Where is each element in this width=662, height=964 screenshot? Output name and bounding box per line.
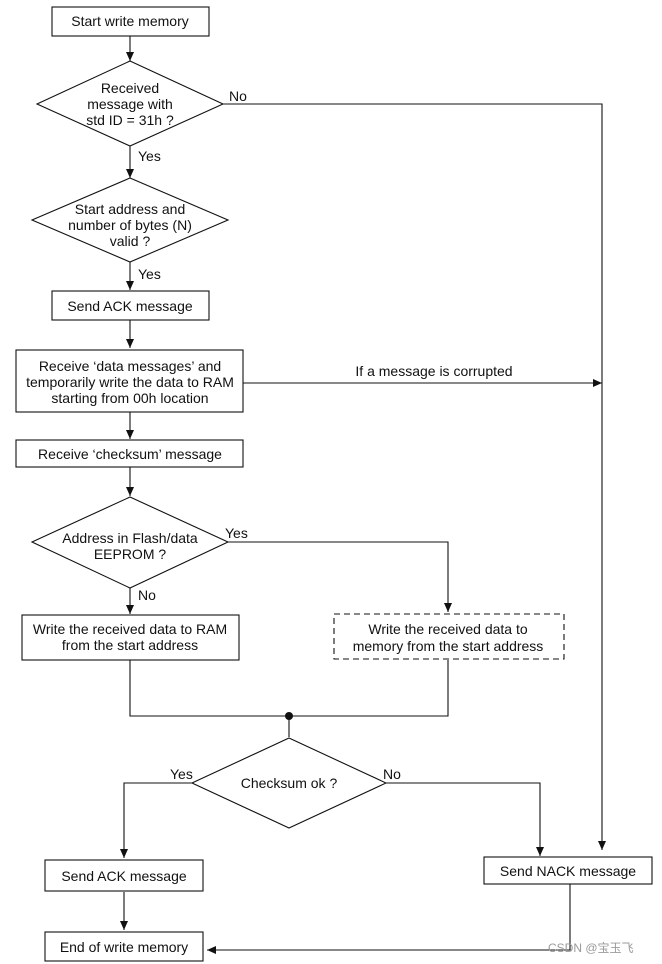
- label-corrupted: If a message is corrupted: [355, 363, 512, 379]
- label-no-1: No: [229, 88, 247, 104]
- end-box: [44, 931, 204, 962]
- received-text-1: Received: [101, 80, 159, 96]
- start-box: [51, 6, 210, 37]
- edge-flash-yes: [228, 541, 452, 612]
- checksum-text: Checksum ok ?: [241, 775, 338, 791]
- receive-checksum-text: Receive ‘checksum’ message: [38, 446, 222, 462]
- merge-dot: [285, 712, 293, 720]
- write-memory-text-2: memory from the start address: [353, 638, 544, 654]
- edge-merge: [129, 660, 449, 717]
- receive-data-text-2: temporarily write the data to RAM: [26, 374, 234, 390]
- label-no-4: No: [383, 766, 401, 782]
- write-ram-text-1: Write the received data to RAM: [33, 621, 227, 637]
- receive-data-text-3: starting from 00h location: [51, 390, 208, 406]
- send-ack-text-1: Send ACK message: [67, 298, 193, 314]
- address-flash-text-1: Address in Flash/data: [62, 530, 198, 546]
- send-nack-box: [483, 856, 653, 885]
- address-valid-text-2: number of bytes (N): [68, 217, 192, 233]
- address-flash-decision: [30, 496, 230, 589]
- address-valid-decision: [30, 177, 230, 263]
- received-text-3: std ID = 31h ?: [86, 112, 174, 128]
- received-decision: [35, 60, 225, 147]
- edge-nack-to-end: [207, 884, 571, 954]
- received-text-2: message with: [87, 96, 173, 112]
- write-ram-text-2: from the start address: [62, 637, 198, 653]
- write-memory-box: [333, 613, 565, 660]
- label-no-3: No: [138, 587, 156, 603]
- address-valid-text-3: valid ?: [110, 233, 151, 249]
- label-yes-3: Yes: [225, 525, 248, 541]
- label-yes-2: Yes: [138, 266, 161, 282]
- connectors: [120, 36, 606, 954]
- checksum-decision: [190, 737, 388, 829]
- write-memory-text-1: Write the received data to: [368, 621, 527, 637]
- send-ack-box-2: [44, 859, 204, 892]
- edge-received-no-to-nack: [223, 103, 606, 850]
- edge-checksum-yes: [120, 782, 192, 858]
- start-text: Start write memory: [71, 13, 188, 29]
- receive-data-box: [15, 349, 244, 413]
- label-yes-4: Yes: [170, 766, 193, 782]
- label-yes-1: Yes: [138, 148, 161, 164]
- address-valid-text-1: Start address and: [75, 201, 186, 217]
- write-ram-box: [21, 614, 240, 661]
- address-flash-text-2: EEPROM ?: [94, 546, 167, 562]
- send-ack-text-2: Send ACK message: [61, 868, 187, 884]
- end-text: End of write memory: [60, 939, 188, 955]
- send-nack-text: Send NACK message: [500, 863, 636, 879]
- receive-checksum-box: [15, 439, 244, 468]
- watermark-text: CSDN @宝玉飞: [548, 941, 634, 955]
- send-ack-box-1: [51, 290, 210, 321]
- edge-checksum-no: [386, 782, 544, 856]
- receive-data-text-1: Receive ‘data messages’ and: [39, 358, 221, 374]
